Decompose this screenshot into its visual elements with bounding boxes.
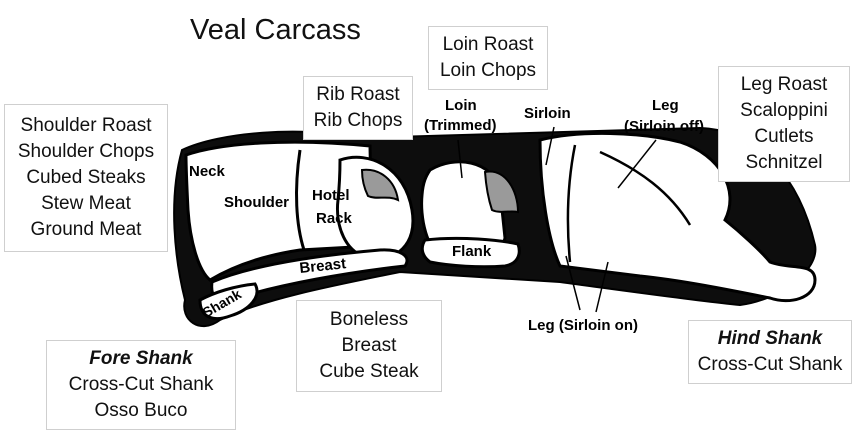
shank-section	[198, 282, 259, 321]
label-leg-sirloin-on: Leg (Sirloin on)	[528, 317, 638, 334]
hind-shank-box: Hind Shank Cross-Cut Shank	[688, 320, 852, 384]
breast-cut: Boneless	[329, 309, 409, 330]
label-leg-sirloin-off: (Sirloin off)	[624, 118, 704, 135]
label-neck: Neck	[189, 163, 226, 180]
shoulder-cuts-box: Shoulder Roast Shoulder Chops Cubed Stea…	[4, 104, 168, 252]
fore-shank-box: Fore Shank Cross-Cut Shank Osso Buco	[46, 340, 236, 430]
leg-cut: Leg Roast	[740, 74, 828, 95]
label-breast: Breast	[299, 255, 347, 277]
breast-cut: Cube Steak	[319, 361, 419, 382]
leg-section	[538, 131, 817, 303]
fore-shank-heading: Fore Shank	[89, 348, 193, 369]
leg-cut: Scaloppini	[740, 100, 828, 121]
shoulder-cut: Shoulder Chops	[17, 141, 155, 162]
label-loin: Loin	[445, 97, 477, 114]
label-rack: Rack	[316, 210, 353, 227]
leg-cut: Schnitzel	[745, 152, 823, 173]
leg-cut: Cutlets	[754, 126, 814, 147]
loin-cut: Loin Roast	[442, 34, 534, 55]
label-loin-trimmed: (Trimmed)	[424, 117, 497, 134]
flank-section	[420, 236, 521, 269]
diagram-title: Veal Carcass	[190, 14, 361, 46]
fore-shank-cut: Cross-Cut Shank	[68, 374, 214, 395]
label-leg: Leg	[652, 97, 679, 114]
loin-cut: Loin Chops	[439, 60, 537, 81]
label-sirloin: Sirloin	[524, 105, 571, 122]
shoulder-section	[184, 140, 374, 282]
label-hotel: Hotel	[312, 187, 350, 204]
shoulder-cut: Stew Meat	[41, 193, 131, 214]
breast-cuts-box: Boneless Breast Cube Steak	[296, 300, 442, 392]
label-shoulder: Shoulder	[224, 194, 289, 211]
rib-cut: Rib Roast	[316, 84, 400, 105]
leg-cuts-box: Leg Roast Scaloppini Cutlets Schnitzel	[718, 66, 850, 182]
fore-shank-cut: Osso Buco	[94, 400, 188, 421]
rib-cut: Rib Chops	[313, 110, 403, 131]
hind-shank-heading: Hind Shank	[717, 328, 823, 349]
shoulder-cut: Ground Meat	[30, 219, 142, 240]
shoulder-cut: Shoulder Roast	[20, 115, 152, 136]
label-flank: Flank	[452, 243, 492, 260]
hind-shank-cut: Cross-Cut Shank	[697, 354, 843, 375]
rib-cuts-box: Rib Roast Rib Chops	[303, 76, 413, 140]
loin-cuts-box: Loin Roast Loin Chops	[428, 26, 548, 90]
shoulder-cut: Cubed Steaks	[26, 167, 146, 188]
breast-cut: Breast	[341, 335, 397, 356]
